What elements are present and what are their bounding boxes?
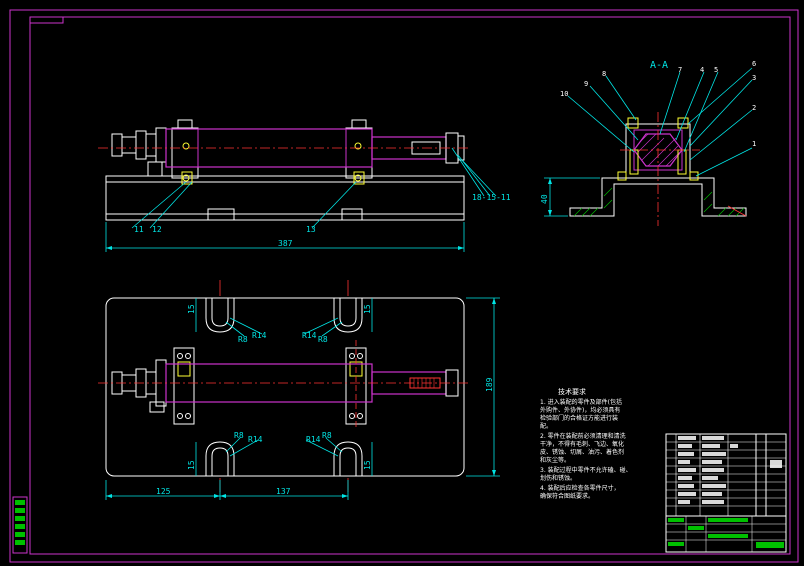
notes-line: 外购件、外协件)，均必须具有: [540, 406, 620, 414]
notes-line: 干净，不得有毛刺、飞边、氧化: [540, 440, 624, 448]
notes-title: 技术要求: [558, 387, 586, 396]
top-view: [98, 280, 500, 500]
front-view: [98, 119, 497, 252]
radius-label-bottom-right-r14: R14: [306, 435, 321, 444]
top-dim-left-width: 125: [156, 487, 171, 496]
sheet-inner-border: [29, 16, 791, 555]
section-callout-3: 3: [752, 74, 756, 82]
section-callout-5: 5: [714, 66, 718, 74]
radius-label-top-left-r14: R14: [252, 331, 267, 340]
top-dim-right-width: 137: [276, 487, 291, 496]
top-dim-bottom-left: 15: [187, 460, 196, 470]
sheet-outer-border: [9, 9, 799, 563]
radius-label-bottom-right-r8: R8: [322, 431, 332, 440]
radius-label-bottom-left-r8: R8: [234, 431, 244, 440]
front-width-dim: 387: [278, 239, 293, 248]
section-title: A-A: [650, 60, 668, 71]
notes-line: 检验部门的合格证方能进行装: [540, 414, 618, 422]
section-callout-8: 8: [602, 70, 606, 78]
top-dim-top-right: 15: [363, 304, 372, 314]
notes-line: 和灰尘等。: [540, 456, 570, 464]
front-callout-group: 18-15-11: [472, 193, 511, 202]
front-callout-12: 12: [152, 225, 162, 234]
section-callout-9: 9: [584, 80, 588, 88]
radius-label-top-left-r8: R8: [238, 335, 248, 344]
radius-label-top-right-r14: R14: [302, 331, 317, 340]
section-callout-2: 2: [752, 104, 756, 112]
section-callout-1: 1: [752, 140, 756, 148]
notes-line: 划伤和锈蚀。: [540, 474, 576, 482]
section-height-dim: 40: [540, 194, 549, 204]
top-dim-top-left: 15: [187, 304, 196, 314]
binding-strip: [12, 496, 28, 554]
title-block: [665, 433, 787, 553]
notes-line: 4. 装配后应检查各零件尺寸，: [540, 484, 620, 492]
section-callout-10: 10: [560, 90, 568, 98]
radius-label-top-right-r8: R8: [318, 335, 328, 344]
section-callout-4: 4: [700, 66, 704, 74]
section-callout-7: 7: [678, 66, 682, 74]
top-dim-bottom-right: 15: [363, 460, 372, 470]
front-callout-13: 13: [306, 225, 316, 234]
notes-line: 确保符合图纸要求。: [540, 492, 594, 500]
radius-label-bottom-left-r14: R14: [248, 435, 263, 444]
section-callout-6: 6: [752, 60, 756, 68]
section-view: [544, 67, 753, 226]
notes-line: 1. 进入装配的零件及部件(包括: [540, 398, 622, 406]
sheet-corner-mark: [29, 16, 64, 24]
notes-line: 2. 零件在装配前必须清理和清洗: [540, 432, 626, 440]
notes-line: 3. 装配过程中零件不允许磕、碰、: [540, 466, 632, 474]
top-dim-height: 189: [485, 377, 494, 392]
front-callout-11: 11: [134, 225, 144, 234]
notes-line: 配。: [540, 423, 552, 430]
notes-line: 皮、锈蚀、切屑、油污、着色剂: [540, 448, 624, 456]
